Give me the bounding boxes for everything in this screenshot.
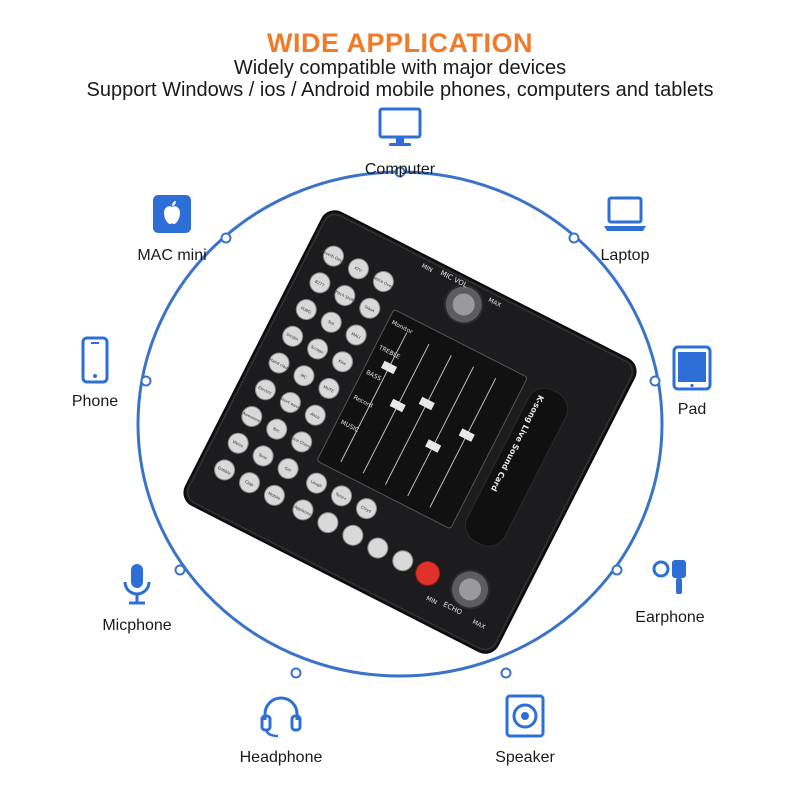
card-button-label: Slash	[364, 304, 376, 314]
card-button-label: Electric	[257, 385, 272, 396]
card-button-label: Gobble	[217, 465, 232, 476]
card-button-label: Tone+	[334, 491, 348, 502]
ring-node-pad	[649, 375, 661, 387]
microphone-icon	[123, 564, 151, 605]
card-button-label: 8277	[314, 279, 326, 288]
card-button-label: Tell	[326, 319, 335, 327]
card-button-label: Chiyo	[360, 504, 373, 514]
card-button-label: Rec	[272, 426, 281, 434]
ring-node-computer	[394, 166, 406, 178]
record-button	[415, 560, 441, 586]
ring-node-headphone	[290, 667, 302, 679]
card-button-label: Dindin	[286, 332, 300, 343]
device-label: Laptop	[600, 247, 650, 264]
speaker-icon	[505, 694, 545, 738]
ring-node-laptop	[568, 232, 580, 244]
card-button-label: KTV	[354, 265, 363, 273]
card-button-label: Kiss	[338, 358, 347, 366]
device-speaker: Speaker	[450, 692, 600, 767]
device-micphone: Micphone	[62, 560, 212, 635]
device-laptop: Laptop	[550, 190, 700, 265]
mic-min-label: MIN	[420, 263, 433, 274]
device-mac-mini: MAC mini	[97, 190, 247, 265]
laptop-icon	[604, 196, 646, 231]
device-label: Earphone	[635, 609, 705, 626]
ring-node-earphone	[611, 564, 623, 576]
apple-icon	[153, 195, 191, 233]
page-title: WIDE APPLICATION	[267, 28, 533, 58]
card-button-label: Tone	[257, 452, 269, 461]
card-button-label: Ahoo	[309, 411, 321, 420]
card-button-label: Weire	[232, 439, 245, 449]
earphone-icon	[652, 560, 686, 594]
card-button-label: Girl	[284, 465, 292, 473]
device-label: Phone	[71, 393, 119, 410]
subtitle-line-2: Support Windows / ios / Android mobile p…	[86, 79, 714, 101]
ring-node-speaker	[500, 667, 512, 679]
card-button-label: Scrape	[310, 344, 325, 355]
device-label: MAC mini	[137, 247, 207, 264]
subtitle-line-1: Widely compatible with major devices	[233, 57, 567, 79]
card-button-label: MALI	[351, 331, 362, 340]
device-label: Headphone	[239, 749, 323, 766]
card-button-label: MC	[300, 373, 308, 380]
device-label: Pad	[677, 401, 707, 418]
card-button-label: PUBG	[300, 305, 312, 315]
ring-node-phone	[140, 375, 152, 387]
card-button-label: Mobile	[267, 491, 281, 502]
device-label: Computer	[364, 161, 436, 178]
device-label: Micphone	[102, 617, 172, 634]
device-pad: Pad	[617, 344, 767, 419]
headset-icon	[260, 696, 302, 738]
device-phone: Phone	[20, 336, 170, 411]
device-computer: Computer	[325, 104, 475, 179]
echo-min-label: MIN	[425, 595, 438, 606]
card-button-label: Clap	[244, 479, 255, 488]
ring-node-mac	[220, 232, 232, 244]
device-label: Speaker	[495, 749, 555, 766]
ring-node-micphone	[174, 564, 186, 576]
device-earphone: Earphone	[595, 552, 745, 627]
card-button-label: MUTE	[323, 384, 336, 394]
card-button-label: Laugh	[310, 479, 324, 489]
tablet-icon	[672, 345, 712, 391]
phone-icon	[81, 336, 109, 384]
device-headphone: Headphone	[206, 692, 356, 767]
monitor-icon	[378, 107, 422, 146]
